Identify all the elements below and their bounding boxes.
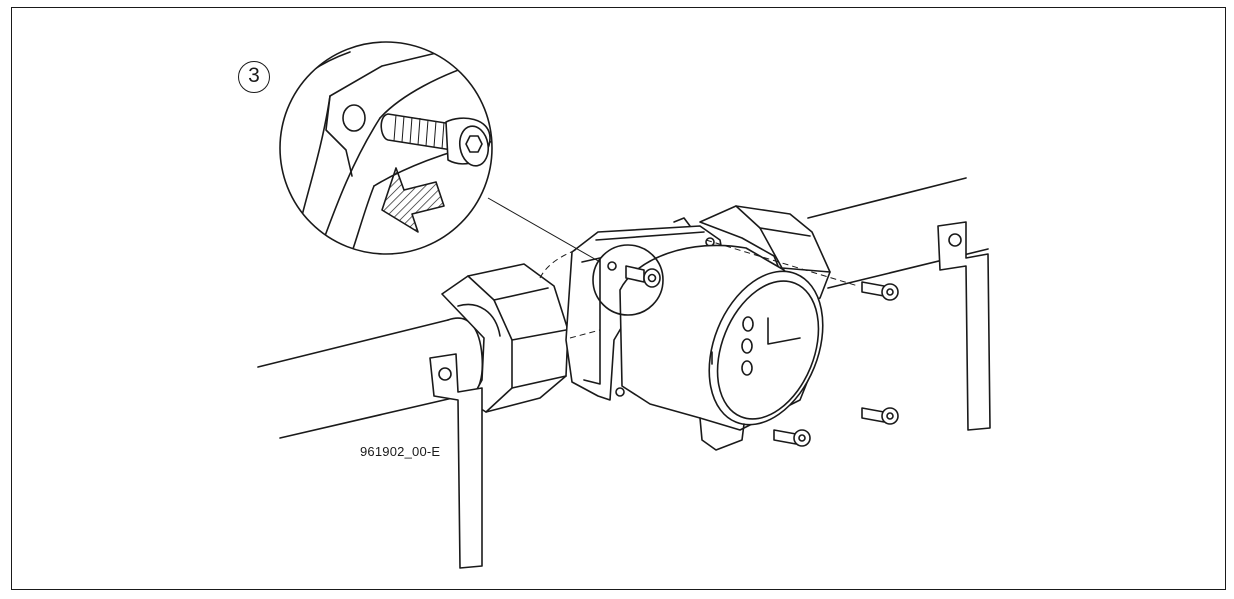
bracket-left bbox=[429, 353, 483, 569]
detail-marker-circle bbox=[592, 244, 664, 316]
pump-display-panel bbox=[741, 316, 801, 376]
union-nut-left bbox=[441, 263, 569, 413]
flange-screw bbox=[625, 265, 661, 288]
screw-upper-right bbox=[861, 281, 899, 301]
screw-middle-right bbox=[861, 407, 899, 425]
step-number-badge: 3 bbox=[238, 61, 270, 93]
detail-leader-line bbox=[487, 197, 601, 263]
zoom-detail-view bbox=[279, 41, 493, 255]
bracket-right bbox=[937, 221, 991, 431]
pump-motor bbox=[619, 244, 824, 451]
screw-lower bbox=[773, 429, 811, 447]
figure-code-label: 961902_00-E bbox=[360, 444, 441, 459]
